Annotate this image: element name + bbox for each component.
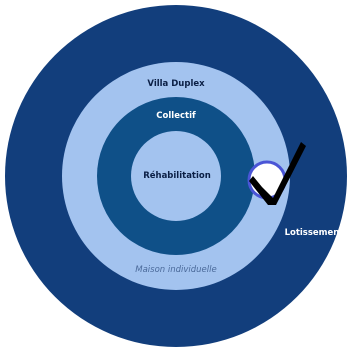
ring-core xyxy=(131,131,221,221)
checkmark-icon xyxy=(249,142,306,205)
checkmark-marker xyxy=(247,142,306,205)
label-rehabilitation: Réhabilitation xyxy=(143,170,211,181)
label-lotissement: Lotissement xyxy=(285,228,344,238)
label-maison-individuelle: Maison individuelle xyxy=(135,265,217,275)
label-villa-duplex: Villa Duplex xyxy=(147,79,205,89)
label-collectif: Collectif xyxy=(156,111,196,121)
